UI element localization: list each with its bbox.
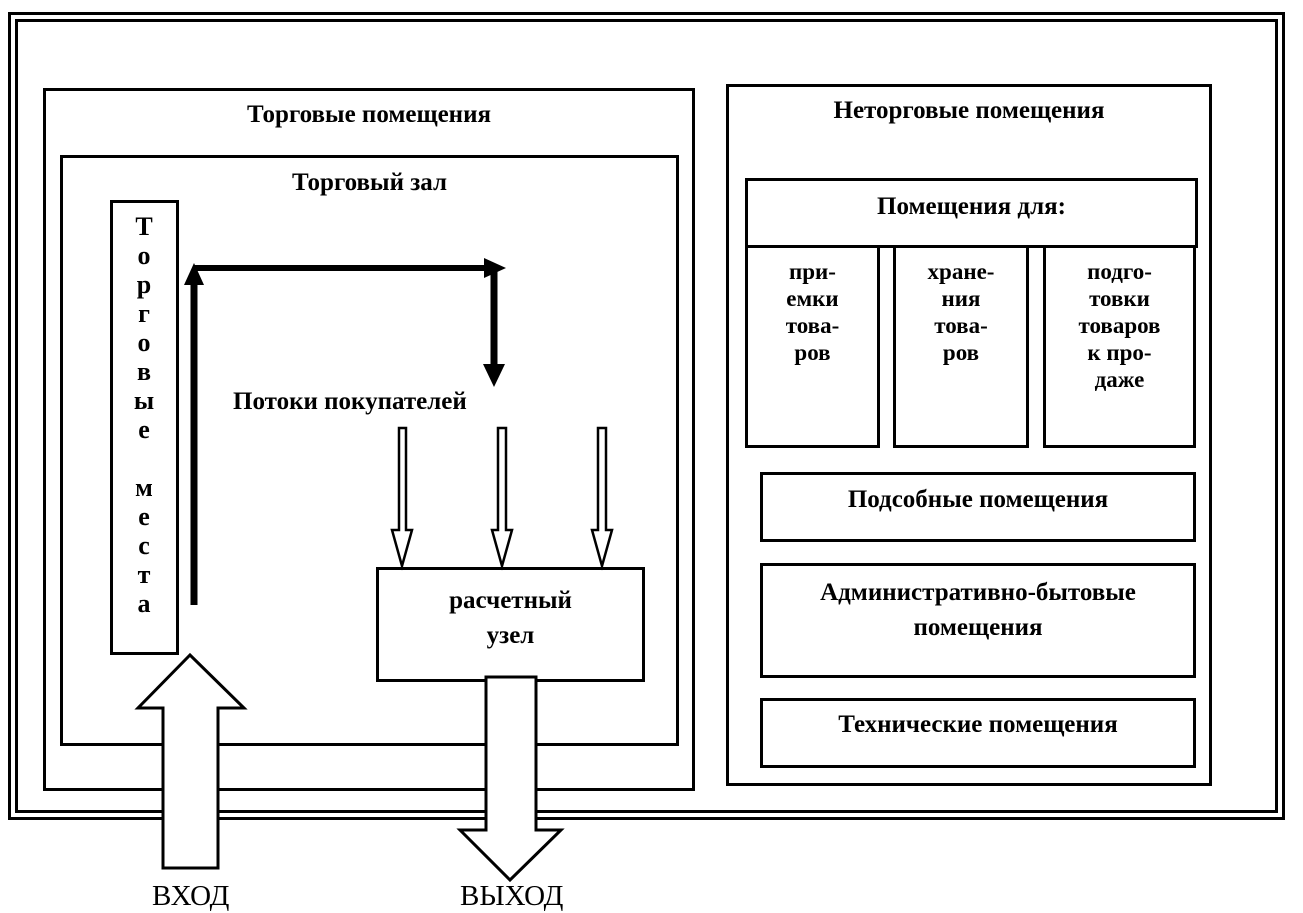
preparation-rooms-box [1043,245,1196,448]
room-label-line: ров [794,340,831,365]
customer-flows-label: Потоки покупателей [233,388,467,415]
room-label-line: к про- [1087,340,1152,365]
storage-rooms-box [893,245,1029,448]
checkout-node-label: расчетный узел [376,583,645,653]
admin-line-2: помещения [913,614,1043,641]
entrance-label: ВХОД [152,880,230,912]
trading-places-letter: е [138,502,150,531]
trade-premises-title: Торговые помещения [246,101,492,128]
admin-line-1: Административно-бытовые [820,579,1136,606]
trading-places-letter: в [136,357,152,386]
room-label-line: ния [941,286,981,311]
trading-places-letter: т [137,560,151,589]
checkout-line-1: расчетный [449,587,572,614]
auxiliary-rooms-title: Подсобные помещения [847,486,1109,513]
trading-places-letter: Т [135,212,153,241]
receiving-rooms-box [745,245,880,448]
exit-label: ВЫХОД [460,880,564,912]
admin-rooms-box [760,563,1196,678]
room-label-line: ров [942,340,980,365]
trading-places-letter: г [138,299,150,328]
room-label-line: товаров [1078,313,1161,338]
rooms-for-header-title: Помещения для: [877,193,1066,220]
trading-places-letter: м [135,473,153,502]
trading-places-letter: р [136,270,152,299]
room-label-line: емки [786,286,839,311]
trading-places-letter: е [138,415,150,444]
customer-flow-path-arrow [184,258,506,605]
room-label-line: подго- [1087,259,1152,284]
building-outer-frame [8,12,1285,820]
building-inner-frame [15,19,1278,813]
trading-places-letter: ы [133,386,155,415]
trading-places-letter: а [137,589,151,618]
trading-hall-title: Торговый зал [291,169,448,196]
admin-rooms-title: Административно-бытовые помещения [760,575,1196,645]
trading-places-letter: о [137,328,151,357]
room-label-line: при- [789,259,836,284]
flow-arrow-3 [590,426,614,571]
entrance-arrow [134,652,248,870]
nontrade-premises-title: Неторговые помещения [833,97,1105,124]
trading-places-letter: с [138,531,150,560]
exit-arrow [456,675,565,883]
room-label-line: хране- [927,259,995,284]
trading-places-letter: о [137,241,151,270]
flow-arrow-2 [490,426,514,571]
room-label-line: това- [934,313,988,338]
trading-places-box [110,200,179,655]
room-label-line: това- [785,313,840,338]
auxiliary-rooms-box [760,472,1196,542]
flow-arrow-1 [390,426,414,571]
room-label-line: товки [1089,286,1150,311]
technical-rooms-title: Технические помещения [838,711,1118,738]
technical-rooms-box [760,698,1196,768]
room-label-line: даже [1094,367,1145,392]
rooms-for-header-box [745,178,1198,248]
checkout-line-2: узел [486,622,535,649]
